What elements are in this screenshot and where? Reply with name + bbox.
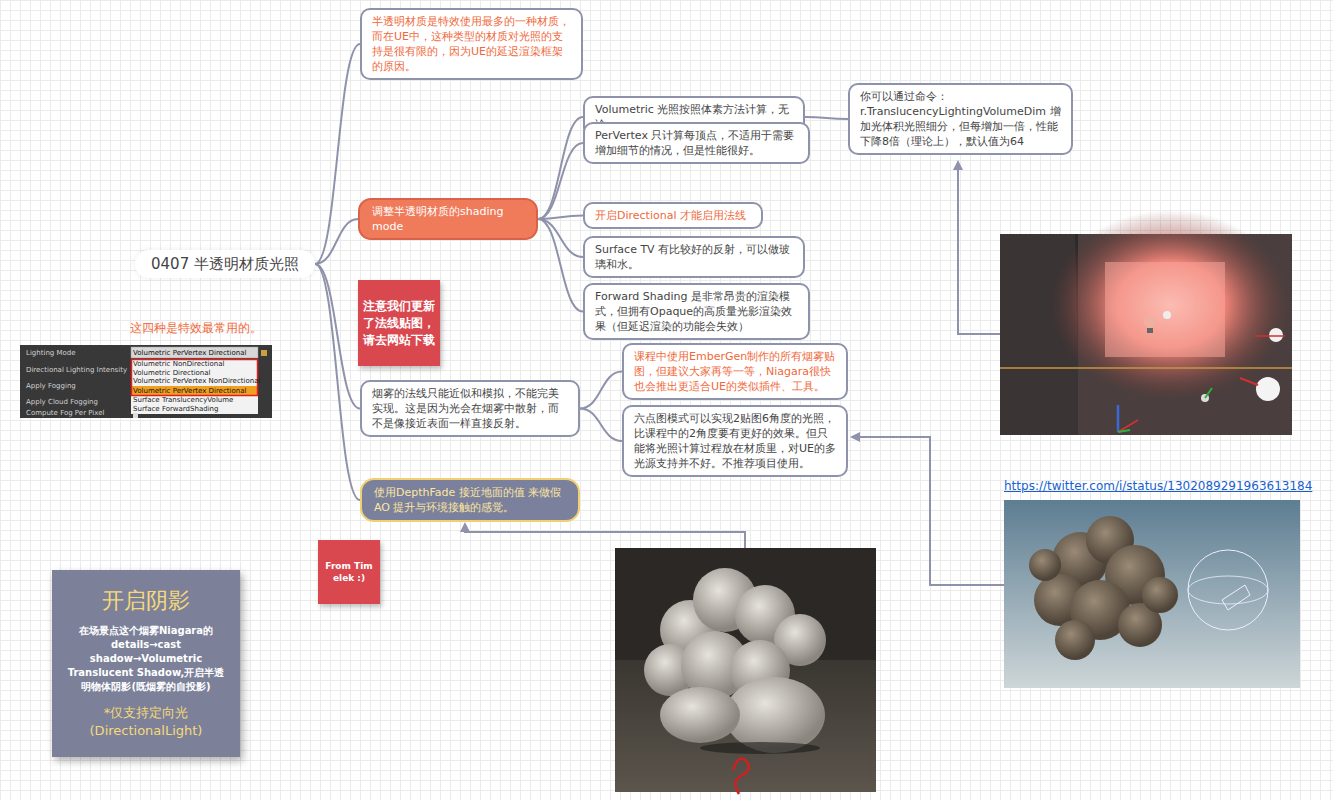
branch-connector: [580, 372, 622, 409]
smoke-depthfade-screenshot: [615, 548, 876, 794]
node-label: 注意我们更新了法线贴图，请去网站下载: [363, 298, 435, 349]
sticky-note: From Tim elek :): [318, 540, 380, 604]
dropdown-option: Surface ForwardShading: [133, 405, 218, 413]
node-label: 半透明材质是特效使用最多的一种材质，而在UE中，这种类型的材质对光照的支持是很有…: [372, 14, 571, 74]
leader-arrow: [958, 162, 1000, 334]
branch-connector: [315, 264, 360, 500]
sticky-note: 注意我们更新了法线贴图，请去网站下载: [358, 280, 440, 366]
dropdown-option: Surface TranslucencyVolume: [133, 396, 233, 404]
branch-connector: [538, 216, 583, 220]
dropdown-value: Volumetric PerVertex Directional: [133, 349, 246, 357]
leader-arrow: [852, 437, 1004, 585]
dropdown-option: Volumetric PerVertex Directional: [133, 387, 246, 395]
root-topic: 0407 半透明材质光照: [135, 250, 315, 278]
leader-arrow: [465, 524, 745, 548]
branch-connector: [538, 219, 583, 312]
panel-text: *仅支持定向光 (DirectionalLight): [64, 704, 228, 740]
property-name: Directional Lighting Intensity: [26, 366, 127, 374]
note-label: 这四种是特效最常用的。: [130, 322, 262, 335]
topic-box: 六点图模式可以实现2贴图6角度的光照，比课程中的2角度要有更好的效果。但只能将光…: [622, 405, 848, 477]
topic-box: 开启Directional 才能启用法线: [583, 202, 763, 229]
branch-connector: [580, 409, 622, 442]
topic-box: Forward Shading 是非常昂贵的渲染模式，但拥有Opaque的高质量…: [583, 283, 810, 340]
branch-connector: [538, 219, 583, 257]
dropdown-option: Volumetric PerVertex NonDirectional: [133, 377, 260, 385]
branch-connector: [805, 117, 848, 119]
smoke-sixway-screenshot: [1004, 500, 1300, 688]
topic-box: Surface TV 有比较好的反射，可以做玻璃和水。: [583, 236, 805, 278]
lighting-mode-screenshot: [20, 345, 272, 418]
panel-content: 开启阴影在场景点这个烟雾Niagara的details→cast shadow→…: [64, 586, 228, 740]
branch-connector: [315, 219, 358, 264]
node-label: 六点图模式可以实现2贴图6角度的光照，比课程中的2角度要有更好的效果。但只能将光…: [634, 411, 836, 471]
dropdown-option: Volumetric Directional: [133, 369, 211, 377]
note-box: 你可以通过命令：r.TranslucencyLightingVolumeDim …: [848, 83, 1073, 155]
branch-pill: 使用DepthFade 接近地面的值 来做假AO 提升与环境接触的感觉。: [360, 478, 580, 522]
branch-pill: 调整半透明材质的shading mode: [358, 198, 538, 240]
topic-box: PerVertex 只计算每顶点，不适用于需要增加细节的情况，但是性能很好。: [583, 122, 810, 164]
link-url: https://twitter.com/i/status/13020892919…: [1004, 480, 1312, 493]
node-label: 烟雾的法线只能近似和模拟，不能完美实现。这是因为光会在烟雾中散射，而不是像接近表…: [372, 386, 568, 431]
node-label: PerVertex 只计算每顶点，不适用于需要增加细节的情况，但是性能很好。: [595, 128, 798, 158]
property-name: Apply Fogging: [26, 382, 76, 390]
node-label: From Tim elek :): [323, 560, 375, 584]
branch-connector: [315, 44, 360, 264]
node-label: Forward Shading 是非常昂贵的渲染模式，但拥有Opaque的高质量…: [595, 289, 798, 334]
node-label: Surface TV 有比较好的反射，可以做玻璃和水。: [595, 242, 793, 272]
panel-text: 在场景点这个烟雾Niagara的details→cast shadow→Volu…: [64, 624, 228, 694]
red-light-screenshot: [1000, 210, 1292, 435]
shadow-panel: 开启阴影在场景点这个烟雾Niagara的details→cast shadow→…: [52, 570, 240, 757]
topic-box: 烟雾的法线只能近似和模拟，不能完美实现。这是因为光会在烟雾中散射，而不是像接近表…: [360, 380, 580, 437]
topic-box: 课程中使用EmberGen制作的所有烟雾贴图，但建议大家再等一等，Niagara…: [622, 343, 848, 400]
property-name: Lighting Mode: [26, 349, 76, 357]
property-name: Compute Fog Per Pixel: [26, 409, 104, 417]
branch-connector: [538, 143, 583, 219]
node-label: 0407 半透明材质光照: [143, 255, 307, 273]
panel-heading: 开启阴影: [64, 586, 228, 616]
node-label: 你可以通过命令：r.TranslucencyLightingVolumeDim …: [860, 89, 1061, 149]
node-label: 课程中使用EmberGen制作的所有烟雾贴图，但建议大家再等一等，Niagara…: [634, 349, 836, 394]
node-label: 开启Directional 才能启用法线: [595, 208, 751, 223]
property-name: Apply Cloud Fogging: [26, 398, 98, 406]
note-box: 半透明材质是特效使用最多的一种材质，而在UE中，这种类型的材质对光照的支持是很有…: [360, 8, 583, 80]
node-label: 使用DepthFade 接近地面的值 来做假AO 提升与环境接触的感觉。: [374, 485, 566, 515]
dropdown-option: Volumetric NonDirectional: [133, 360, 225, 368]
node-label: 调整半透明材质的shading mode: [372, 204, 524, 234]
branch-connector: [538, 117, 583, 219]
